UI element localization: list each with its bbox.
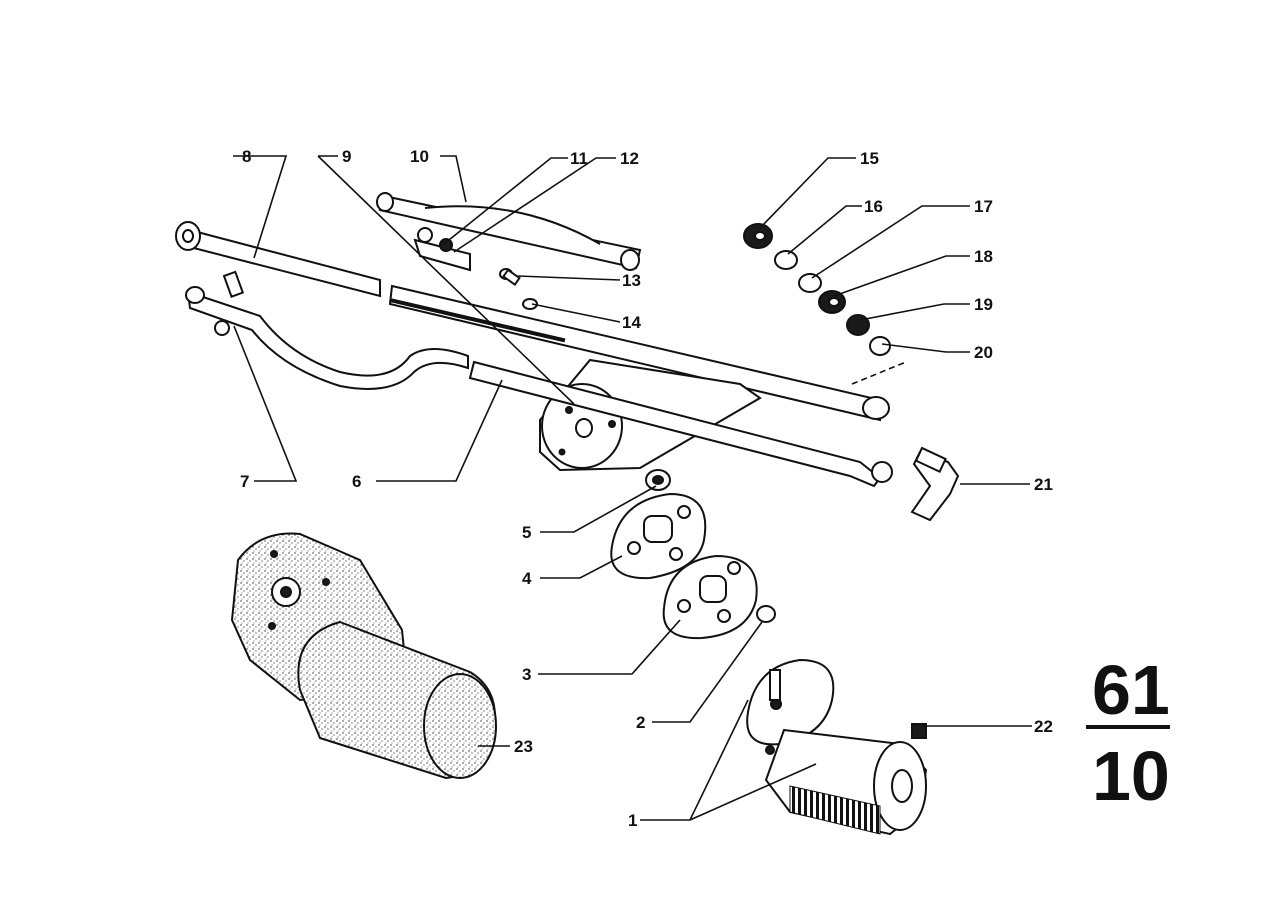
callout-11: 11 [570, 149, 588, 168]
connecting-rod [376, 192, 642, 271]
callout-20: 20 [974, 343, 993, 362]
callout-9: 9 [342, 147, 351, 166]
nut-washer-stack [743, 223, 891, 356]
pin-and-washer [499, 268, 538, 310]
callout-16: 16 [864, 197, 883, 216]
mounting-plate-lower [662, 554, 758, 640]
callout-14: 14 [622, 313, 641, 332]
callout-7: 7 [240, 472, 249, 491]
callout-6: 6 [352, 472, 361, 491]
crank-arm [910, 446, 960, 522]
callout-2: 2 [636, 713, 645, 732]
callout-17: 17 [974, 197, 993, 216]
callout-1: 1 [628, 811, 637, 830]
section-group-number: 61 [1092, 651, 1170, 729]
callout-15: 15 [860, 149, 879, 168]
mounting-plate-upper [610, 492, 707, 580]
section-divider [1086, 725, 1170, 729]
wiper-motor [746, 658, 928, 836]
callout-4: 4 [522, 569, 532, 588]
callout-18: 18 [974, 247, 993, 266]
callout-12: 12 [620, 149, 639, 168]
callout-8: 8 [242, 147, 251, 166]
section-number: 61 10 [1086, 651, 1170, 815]
parts-illustration [175, 192, 960, 836]
small-washer [756, 605, 776, 623]
callout-5: 5 [522, 523, 531, 542]
leader-lines [233, 155, 1032, 821]
callout-3: 3 [522, 665, 531, 684]
callout-21: 21 [1034, 475, 1053, 494]
callout-23: 23 [514, 737, 533, 756]
callout-19: 19 [974, 295, 993, 314]
callout-10: 10 [410, 147, 429, 166]
callout-13: 13 [622, 271, 641, 290]
callout-labels: 8 9 10 11 12 13 14 15 16 17 18 19 20 21 … [240, 147, 1053, 830]
drive-link-bent-rod [185, 270, 893, 488]
section-subgroup-number: 10 [1092, 737, 1170, 815]
crank-lever [413, 227, 471, 272]
callout-22: 22 [1034, 717, 1053, 736]
wiper-motor-alternate [230, 532, 497, 780]
